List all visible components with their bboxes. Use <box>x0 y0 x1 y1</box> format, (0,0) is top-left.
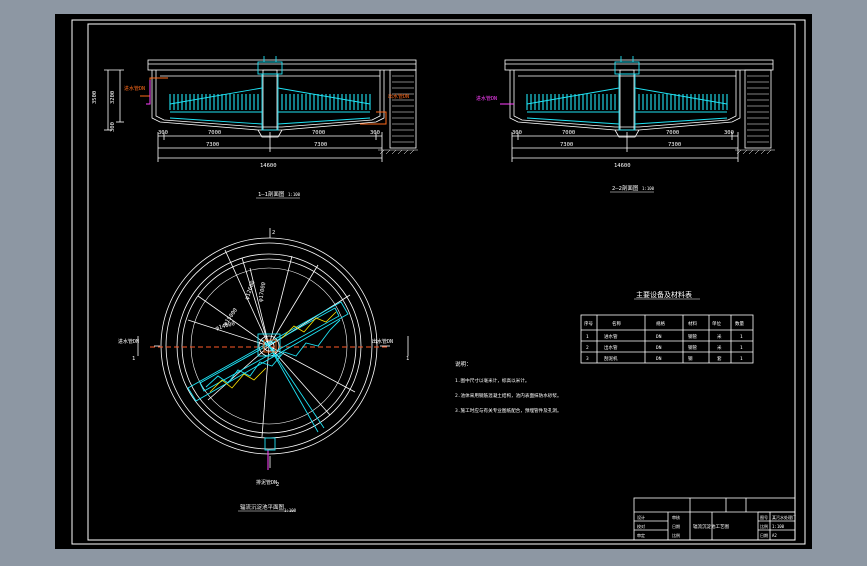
overflow-pipe-left <box>146 80 151 105</box>
mt-cell: 1 <box>586 334 589 340</box>
tb-cell: 某污水处理厂 <box>772 514 796 520</box>
notes-heading: 说明： <box>455 360 472 368</box>
mt-cell: 刮泥机 <box>604 355 618 362</box>
mt-cell: 钢 <box>688 355 693 362</box>
mt-header-4: 单位 <box>712 320 721 327</box>
section-2-title: 2—2剖面图 <box>612 184 639 192</box>
dim-7300-r: 7300 <box>314 142 327 148</box>
mt-header-3: 材料 <box>688 320 697 327</box>
dim-7000-r-2: 7000 <box>666 130 679 136</box>
section-1-title: 1—1剖面图 <box>258 190 285 198</box>
plan-mark-1-left: 1 <box>132 356 135 362</box>
mt-cell: 钢管 <box>688 344 697 351</box>
plan-dia-2: φ14600 <box>215 321 236 332</box>
scraper-bridge-left <box>169 56 371 131</box>
tb-cell: 比例 <box>672 532 680 538</box>
dim-h-1: 3200 <box>110 91 116 104</box>
text-layer: 3500 3200 300 300 7000 7000 300 7300 730… <box>92 85 796 538</box>
plan-sludge-box <box>264 437 276 451</box>
dim-7300-l-2: 7300 <box>560 142 573 148</box>
dim-total: 14600 <box>260 163 277 169</box>
plan-dia-4: φ17000 <box>258 282 267 303</box>
mt-cell: DN <box>656 356 662 362</box>
mt-cell: 2 <box>586 345 589 351</box>
mt-header-2: 规格 <box>656 320 665 327</box>
dim-300-l: 300 <box>158 130 168 136</box>
mt-header-0: 序号 <box>584 320 593 327</box>
note-1: 1.图中尺寸以毫米计，标高以米计。 <box>455 377 529 384</box>
tb-cell: 日期 <box>672 523 680 529</box>
mt-cell: 1 <box>740 356 743 362</box>
plan-mark-2-bottom: 2 <box>276 482 279 488</box>
materials-title: 主要设备及材料表 <box>636 290 692 299</box>
inlet-label-right: 进水管DN <box>476 95 497 102</box>
mt-cell: 米 <box>717 333 722 340</box>
tb-cell: 图号 <box>760 514 768 520</box>
plan-mark-1-right: 1 <box>406 356 409 362</box>
tb-drawing-name: 辐流沉淀池工艺图 <box>693 523 729 530</box>
tb-cell: 审核 <box>672 514 680 520</box>
plan-inlet-label: 进水管DN <box>118 338 139 345</box>
plan-mark-2-top: 2 <box>272 230 275 236</box>
right-bank <box>389 69 417 149</box>
plan-outlet-label: 出水管DN <box>372 338 393 345</box>
dim-300-r-2: 300 <box>724 130 734 136</box>
mt-header-5: 数量 <box>735 320 744 327</box>
mt-cell: 进水管 <box>604 333 618 340</box>
dim-h-2: 300 <box>110 122 116 132</box>
mt-cell: 钢管 <box>688 333 697 340</box>
dim-h-total: 3500 <box>92 91 98 104</box>
mt-cell: 3 <box>586 356 589 362</box>
mt-header-1: 名称 <box>612 320 621 327</box>
plan-truss <box>209 311 337 393</box>
plan-center-well <box>263 339 277 353</box>
note-3: 3.施工时应与有关专业图纸配合，预埋管件及孔洞。 <box>455 407 562 414</box>
tb-cell: 日期 <box>760 532 768 538</box>
mt-cell: 套 <box>717 355 722 362</box>
inner-frame <box>87 23 796 541</box>
mt-cell: DN <box>656 334 662 340</box>
dim-300-l-2: 300 <box>512 130 522 136</box>
tb-cell: 设计 <box>637 514 645 520</box>
tb-cell: A2 <box>772 533 777 538</box>
tb-cell: 校对 <box>637 523 645 529</box>
outer-wall-circle <box>160 237 378 455</box>
title-block <box>633 497 796 541</box>
note-2: 2.池体采用钢筋混凝土结构，池内表面抹防水砂浆。 <box>455 392 562 399</box>
plan-title: 辐流沉淀池平面图 <box>240 503 285 511</box>
section-2-scale: 1:100 <box>642 186 655 191</box>
outlet-pipe-left <box>360 111 387 125</box>
dim-7300-r-2: 7300 <box>668 142 681 148</box>
tb-cell: 1:100 <box>772 524 785 529</box>
plan-sludge-label: 排泥管DN <box>256 479 277 486</box>
dim-7000-l-2: 7000 <box>562 130 575 136</box>
plan-scale: 1:100 <box>284 508 297 513</box>
dim-7000-r: 7000 <box>312 130 325 136</box>
dim-7000-l: 7000 <box>208 130 221 136</box>
outer-frame <box>71 19 806 545</box>
mt-cell: 1 <box>740 345 743 351</box>
plan-scraper-bridge <box>187 301 349 433</box>
mt-cell: 1 <box>740 334 743 340</box>
dim-7300-l: 7300 <box>206 142 219 148</box>
mt-cell: 出水管 <box>604 344 618 351</box>
tb-cell: 审定 <box>637 532 645 538</box>
inlet-label-left: 进水管DN <box>124 85 145 92</box>
paper-sheet <box>55 14 812 549</box>
outlet-label-left: 出水管DN <box>388 93 409 100</box>
dim-total-2: 14600 <box>614 163 631 169</box>
dim-300-r: 300 <box>370 130 380 136</box>
materials-table <box>580 314 754 364</box>
section-1-scale: 1:100 <box>288 192 301 197</box>
scraper-bridge-right <box>526 56 728 131</box>
tb-cell: 比例 <box>760 523 768 529</box>
mt-cell: 米 <box>717 344 722 351</box>
mt-cell: DN <box>656 345 662 351</box>
